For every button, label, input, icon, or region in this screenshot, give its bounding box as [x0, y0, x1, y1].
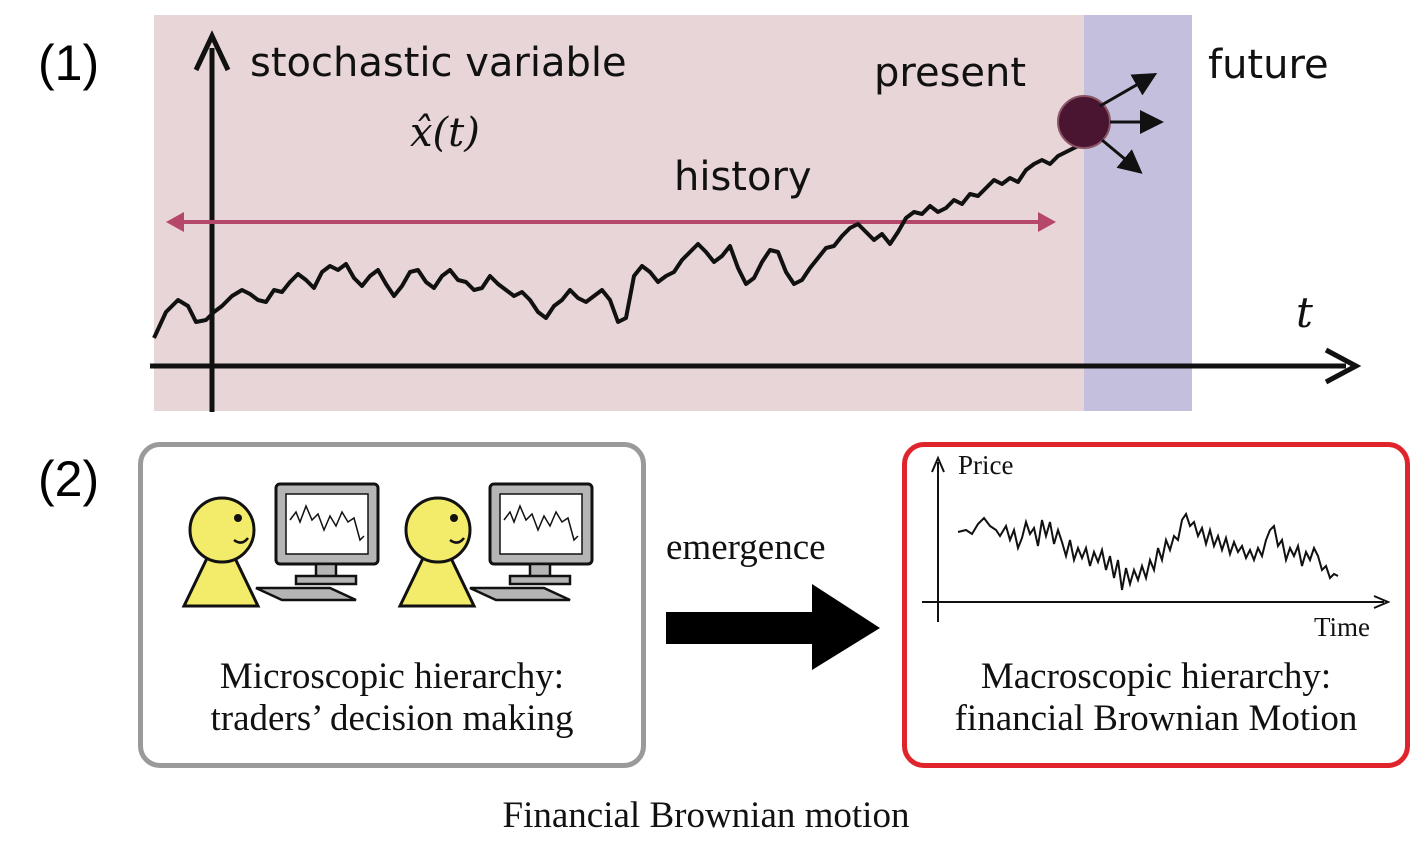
future-label: future	[1208, 42, 1329, 88]
y-axis-arrowhead	[193, 30, 231, 72]
y-axis-label-line1: stochastic variable	[250, 40, 627, 86]
emergence-arrow	[666, 584, 880, 670]
micro-caption-line2: traders’ decision making	[210, 698, 574, 739]
history-label: history	[674, 154, 812, 200]
panel-1-graphics	[150, 30, 1362, 412]
history-arrow-right-head	[1038, 212, 1056, 232]
macroscopic-box	[902, 442, 1410, 768]
macro-caption: Macroscopic hierarchy: financial Brownia…	[907, 656, 1405, 740]
time-axis-label: Time	[1314, 612, 1371, 642]
panel-2-label: (2)	[38, 451, 100, 507]
stochastic-path	[152, 144, 1079, 339]
micro-caption-line1: Microscopic hierarchy:	[219, 656, 565, 697]
emergence-label: emergence	[666, 527, 826, 568]
present-label: present	[874, 50, 1027, 96]
x-axis-arrowhead	[1324, 347, 1362, 385]
past-region	[154, 15, 1084, 411]
macro-caption-line1: Macroscopic hierarchy:	[980, 656, 1332, 697]
y-axis-label-line2: x̂(t)	[410, 110, 480, 156]
future-arrow-down	[1101, 138, 1143, 174]
future-arrow-up	[1099, 73, 1158, 108]
x-axis-label: t	[1296, 288, 1313, 337]
macro-caption-line2: financial Brownian Motion	[954, 698, 1358, 739]
panel-1-label: (1)	[38, 35, 100, 91]
micro-caption: Microscopic hierarchy: traders’ decision…	[143, 656, 641, 740]
history-arrow-left-head	[166, 212, 184, 232]
price-axis-label: Price	[958, 450, 1014, 480]
figure-caption: Financial Brownian motion	[502, 795, 910, 836]
